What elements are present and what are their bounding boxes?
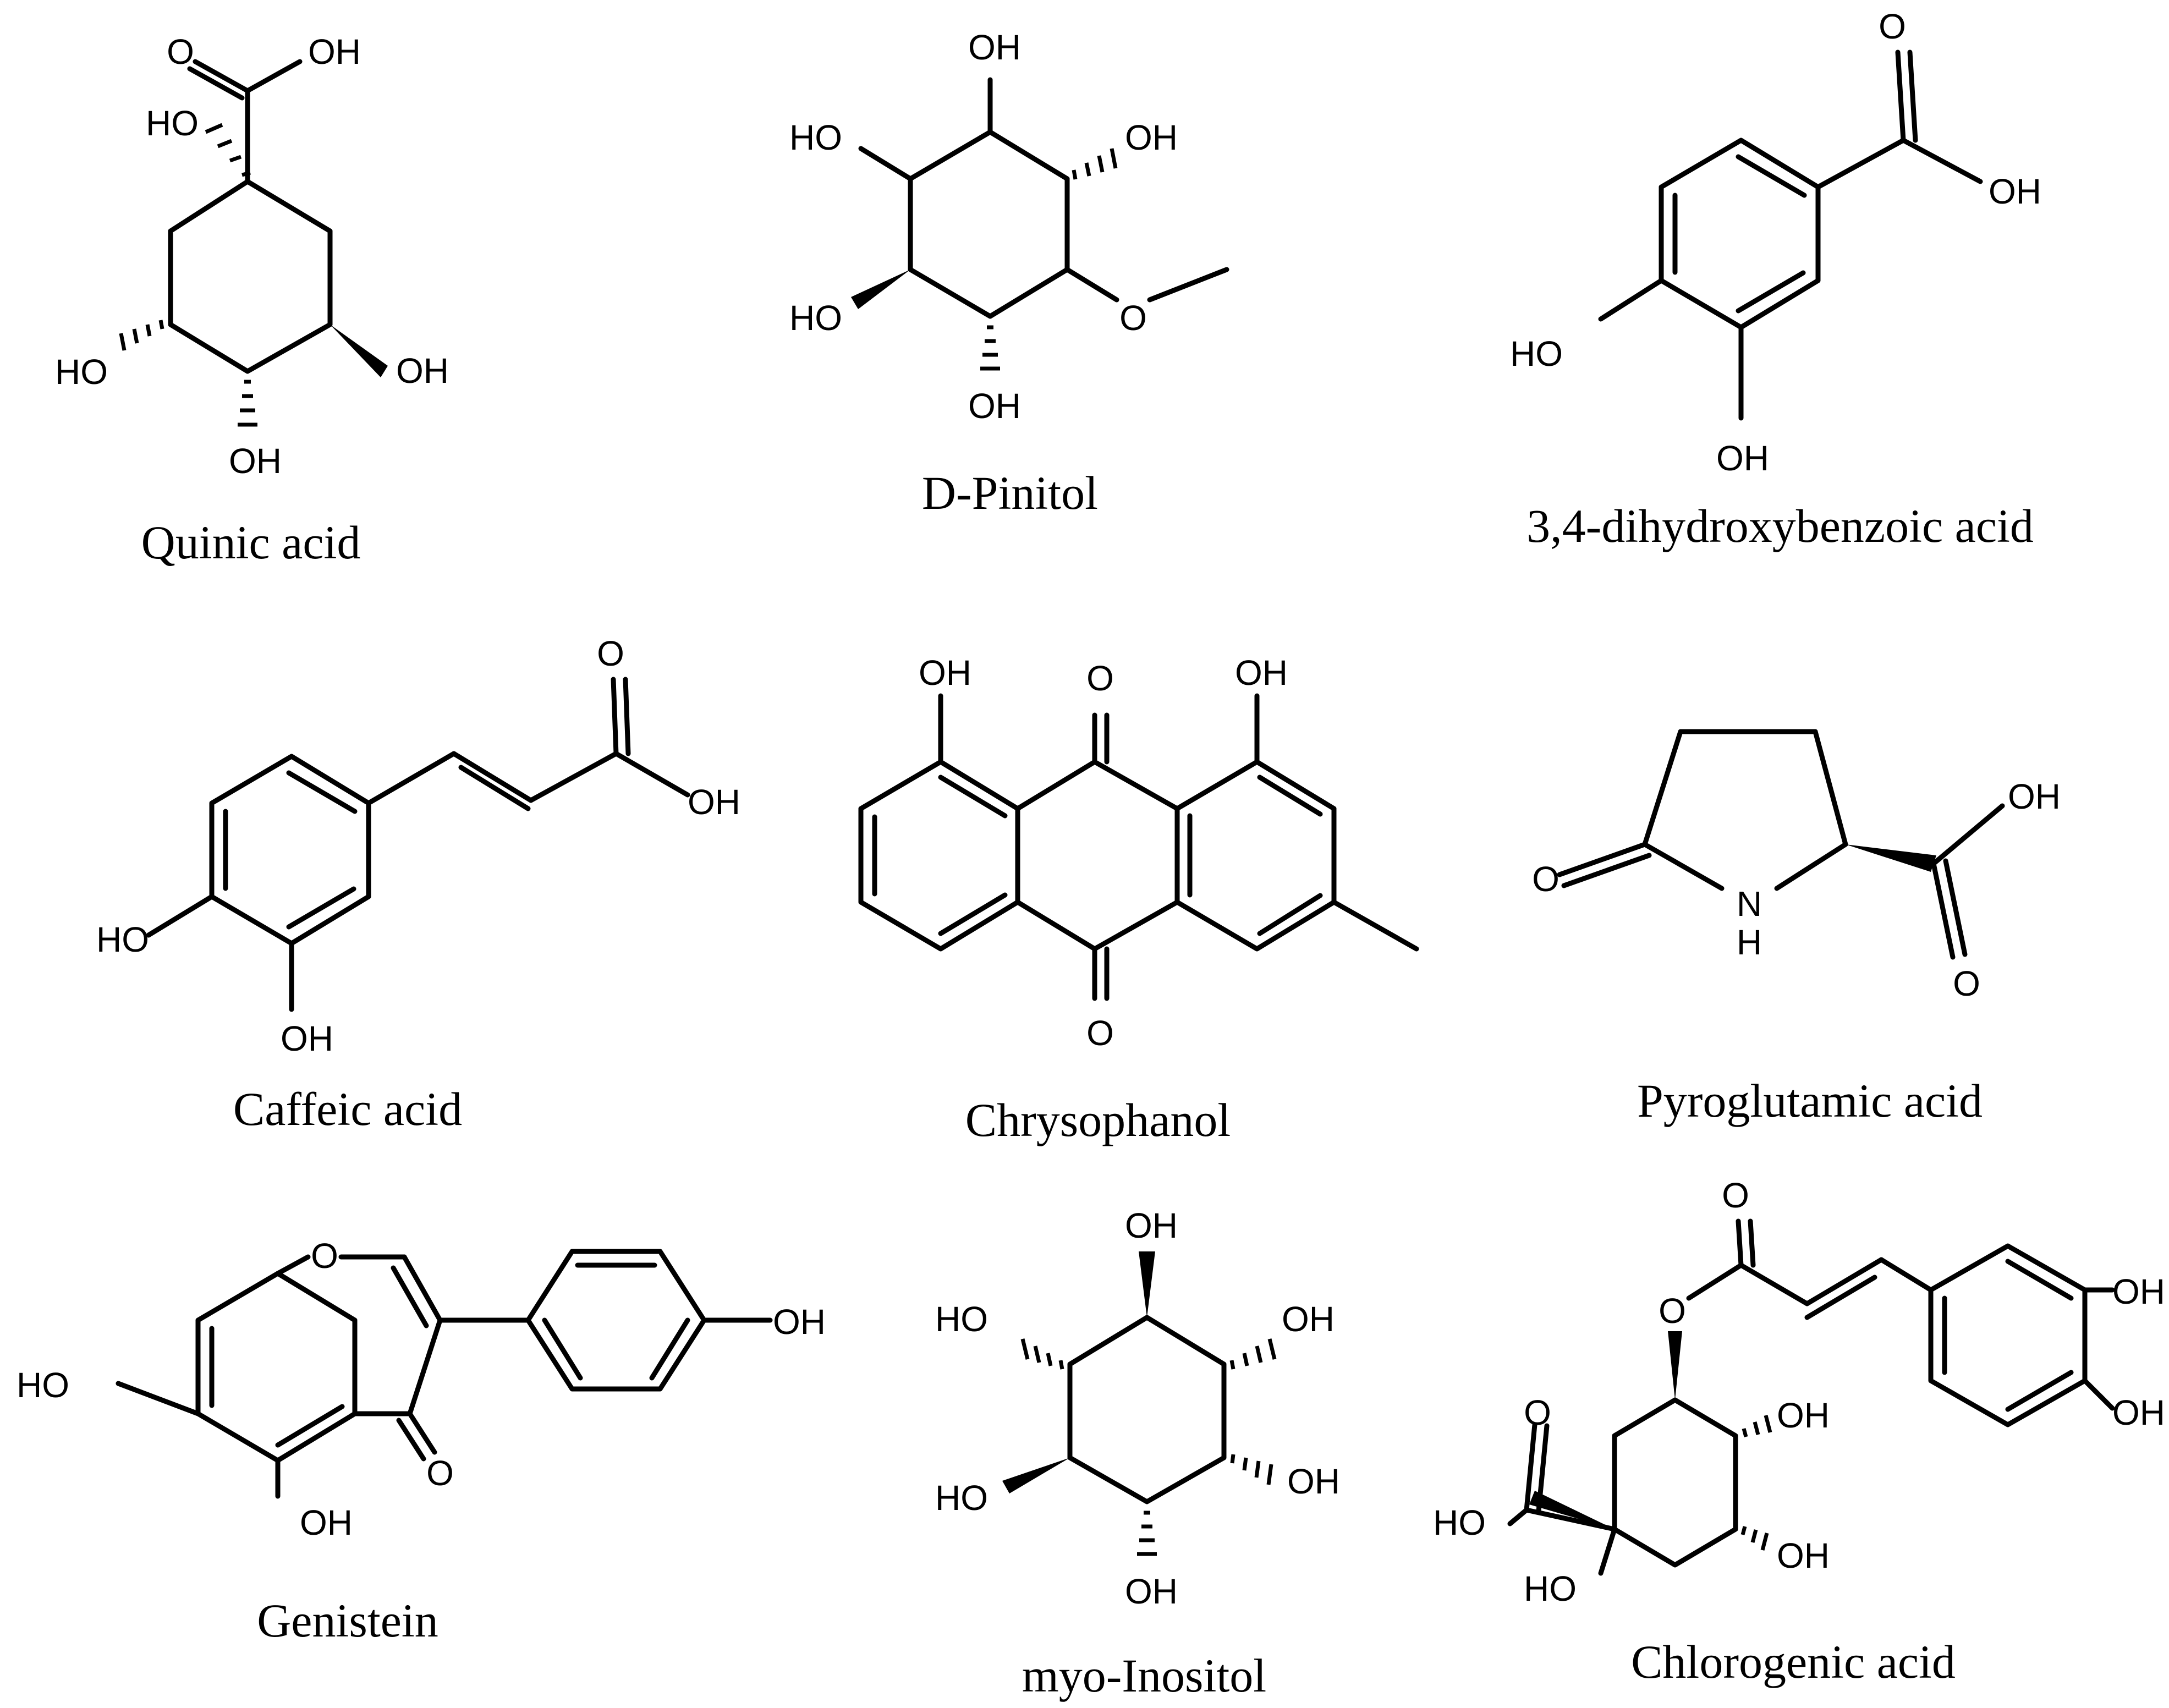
atom-label-o: O [1086,1013,1114,1053]
compound-name-d-pinitol: D-Pinitol [922,466,1098,519]
atom-label-ho: HO [1433,1503,1486,1542]
atom-label-ho: HO [789,118,842,157]
atom-label-ho: HO [935,1299,988,1339]
atom-label-ho: HO [1524,1569,1577,1608]
compound-name-chrysophanol: Chrysophanol [965,1094,1231,1146]
atom-label-o: O [1532,859,1560,899]
structure-genistein: O O OH HO OH Genistein [17,1236,826,1647]
atom-label-ho: HO [55,352,108,392]
atom-label-o: O [426,1453,454,1493]
atom-label-o: O [1722,1176,1749,1215]
atom-label-h: H [1737,922,1762,962]
atom-label-ho: HO [96,920,149,959]
atom-label-o: O [1879,7,1906,46]
atom-label-oh: OH [2112,1272,2165,1311]
atom-label-oh: OH [773,1302,826,1342]
atom-label-oh: OH [1989,172,2041,211]
atom-label-n: N [1737,884,1762,924]
atom-label-oh: OH [1235,653,1288,693]
atom-label-oh: OH [1777,1536,1830,1575]
structure-chlorogenic-acid: O O OH OH OH OH O HO HO Chlorogenic acid [1433,1176,2165,1688]
structure-chrysophanol: OH O OH O Chrysophanol [858,653,1419,1146]
compound-name-pyroglutamic-acid: Pyroglutamic acid [1637,1074,1983,1127]
atom-label-oh: OH [968,28,1021,67]
atom-label-oh: OH [1716,438,1769,478]
atom-label-o: O [597,634,624,673]
atom-label-oh: OH [1125,1572,1178,1611]
atom-label-oh: OH [1282,1299,1335,1339]
atom-label-oh: OH [229,441,282,481]
atom-label-oh: OH [396,351,449,391]
atom-label-oh: OH [1777,1396,1830,1435]
atom-label-oh: OH [1125,1206,1178,1245]
structure-myo-inositol: OH HO OH HO OH OH myo-Inositol [935,1206,1340,1702]
atom-label-ho: HO [146,103,199,143]
atom-label-oh: OH [300,1503,353,1542]
atom-label-o: O [311,1236,338,1276]
atom-label-oh: OH [688,782,740,822]
compound-name-chlorogenic-acid: Chlorogenic acid [1631,1635,1956,1688]
atom-label-o: O [1659,1291,1686,1331]
structure-pyroglutamic-acid: O N H OH O Pyroglutamic acid [1532,729,2061,1127]
compound-name-3-4-dihydroxybenzoic-acid: 3,4-dihydroxybenzoic acid [1526,499,2034,552]
atom-label-ho: HO [789,298,842,338]
atom-label-oh: OH [281,1019,333,1058]
atom-label-oh: OH [1125,118,1178,157]
structure-quinic-acid: O OH HO HO OH OH Quinic acid [55,32,449,569]
atom-label-ho: HO [935,1478,988,1518]
structure-caffeic-acid: O OH HO OH Caffeic acid [96,634,740,1135]
atom-label-oh: OH [1287,1462,1340,1501]
atom-label-oh: OH [2112,1393,2165,1432]
atom-label-oh: OH [968,386,1021,426]
structure-3-4-dihydroxybenzoic-acid: O OH HO OH 3,4-dihydroxybenzoic acid [1510,7,2041,552]
compound-name-quinic-acid: Quinic acid [141,516,361,569]
structure-d-pinitol: OH HO OH HO O OH D-Pinitol [789,28,1229,519]
atom-label-o: O [1119,298,1147,338]
atom-label-oh: OH [308,32,361,72]
atom-label-oh: OH [919,653,971,693]
atom-label-o: O [1524,1393,1551,1432]
compound-name-myo-inositol: myo-Inositol [1022,1649,1266,1702]
compound-name-genistein: Genistein [257,1594,438,1647]
atom-label-o: O [1086,658,1114,698]
atom-label-o: O [1953,964,1980,1003]
atom-label-ho: HO [1510,334,1563,374]
atom-label-ho: HO [17,1365,69,1405]
compound-name-caffeic-acid: Caffeic acid [233,1083,462,1135]
atom-label-oh: OH [2008,777,2061,816]
atom-label-o: O [167,32,194,72]
